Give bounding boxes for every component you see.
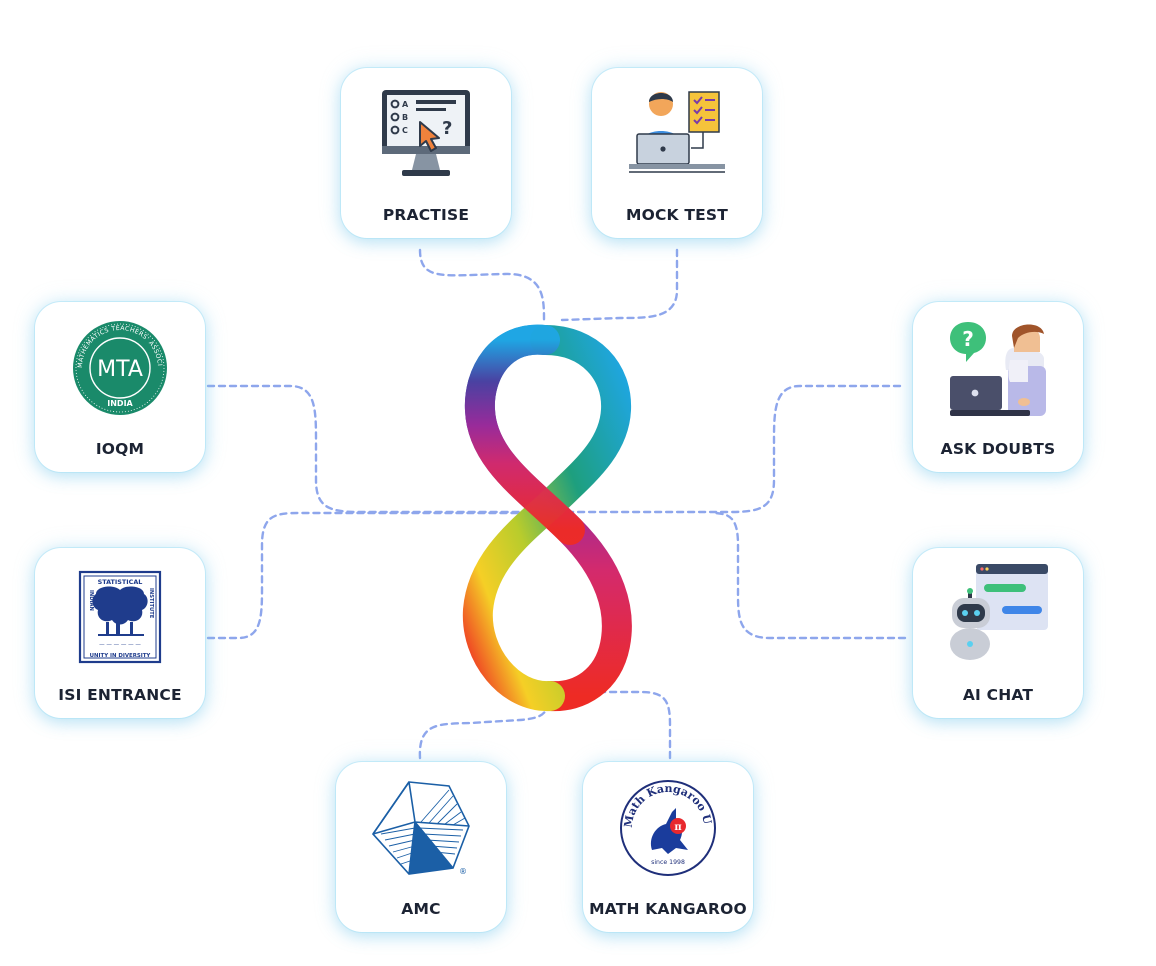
amc-polyhedron-icon: ® [371, 781, 470, 876]
robot-chat-icon [950, 564, 1048, 660]
svg-text:C: C [402, 126, 408, 135]
connector-amc [418, 698, 550, 760]
card-label-isi-entrance: ISI ENTRANCE [58, 686, 182, 704]
card-ai-chat[interactable]: AI CHAT [913, 548, 1083, 718]
card-ioqm[interactable]: MATHEMATICS TEACHERS' ASSOCIATION MTA IN… [35, 302, 205, 472]
connector-mock-test [560, 248, 679, 322]
card-label-math-kangaroo: MATH KANGAROO [589, 900, 747, 918]
card-amc[interactable]: ® AMC [336, 762, 506, 932]
svg-text:?: ? [442, 118, 452, 139]
isi-emblem-icon: STATISTICAL INDIAN INSTITUTE — — — — — —… [78, 570, 162, 664]
isi-logo-top: STATISTICAL [98, 578, 143, 586]
isi-logo-left: INDIAN [88, 590, 94, 611]
card-label-ask-doubts: ASK DOUBTS [940, 440, 1056, 458]
card-label-amc: AMC [401, 900, 441, 918]
card-label-mock-test: MOCK TEST [625, 206, 729, 224]
mta-logo-text: MTA [97, 357, 143, 382]
connector-ioqm [206, 384, 522, 514]
mta-logo-bottom: INDIA [107, 399, 133, 408]
mta-seal-icon: MATHEMATICS TEACHERS' ASSOCIATION MTA IN… [70, 318, 167, 415]
card-math-kangaroo[interactable]: Math Kangaroo USA π since 1998 MATH KANG… [583, 762, 753, 932]
student-laptop-checklist-icon [629, 91, 725, 173]
card-label-ai-chat: AI CHAT [962, 686, 1034, 704]
isi-logo-right: INSTITUTE [148, 588, 154, 619]
card-practise[interactable]: A B C ? PRACTISE [341, 68, 511, 238]
isi-logo-bottom: UNITY IN DIVERSITY [90, 653, 151, 659]
infinity-eight-logo [462, 324, 632, 712]
connector-ai-chat [713, 511, 907, 640]
svg-text:B: B [402, 113, 408, 122]
person-question-laptop-icon: ? [950, 322, 1046, 416]
card-label-practise: PRACTISE [382, 206, 470, 224]
quiz-monitor-icon: A B C ? [382, 90, 470, 176]
connector-ask-doubts [558, 384, 902, 514]
card-label-ioqm: IOQM [95, 440, 145, 458]
svg-text:A: A [402, 100, 409, 109]
svg-text:— — — — — —: — — — — — — [99, 642, 141, 648]
svg-text:?: ? [962, 327, 974, 351]
card-mock-test[interactable]: MOCK TEST [592, 68, 762, 238]
card-isi-entrance[interactable]: STATISTICAL INDIAN INSTITUTE — — — — — —… [35, 548, 205, 718]
mk-logo-since: since 1998 [651, 859, 685, 866]
svg-text:®: ® [459, 867, 467, 876]
connector-isi [206, 511, 522, 640]
connector-practise [418, 248, 546, 324]
math-kangaroo-logo-icon: Math Kangaroo USA π since 1998 [618, 778, 716, 876]
connector-math-kangaroo [596, 690, 672, 760]
svg-text:π: π [674, 822, 681, 833]
card-ask-doubts[interactable]: ? ASK DOUBTS [913, 302, 1083, 472]
